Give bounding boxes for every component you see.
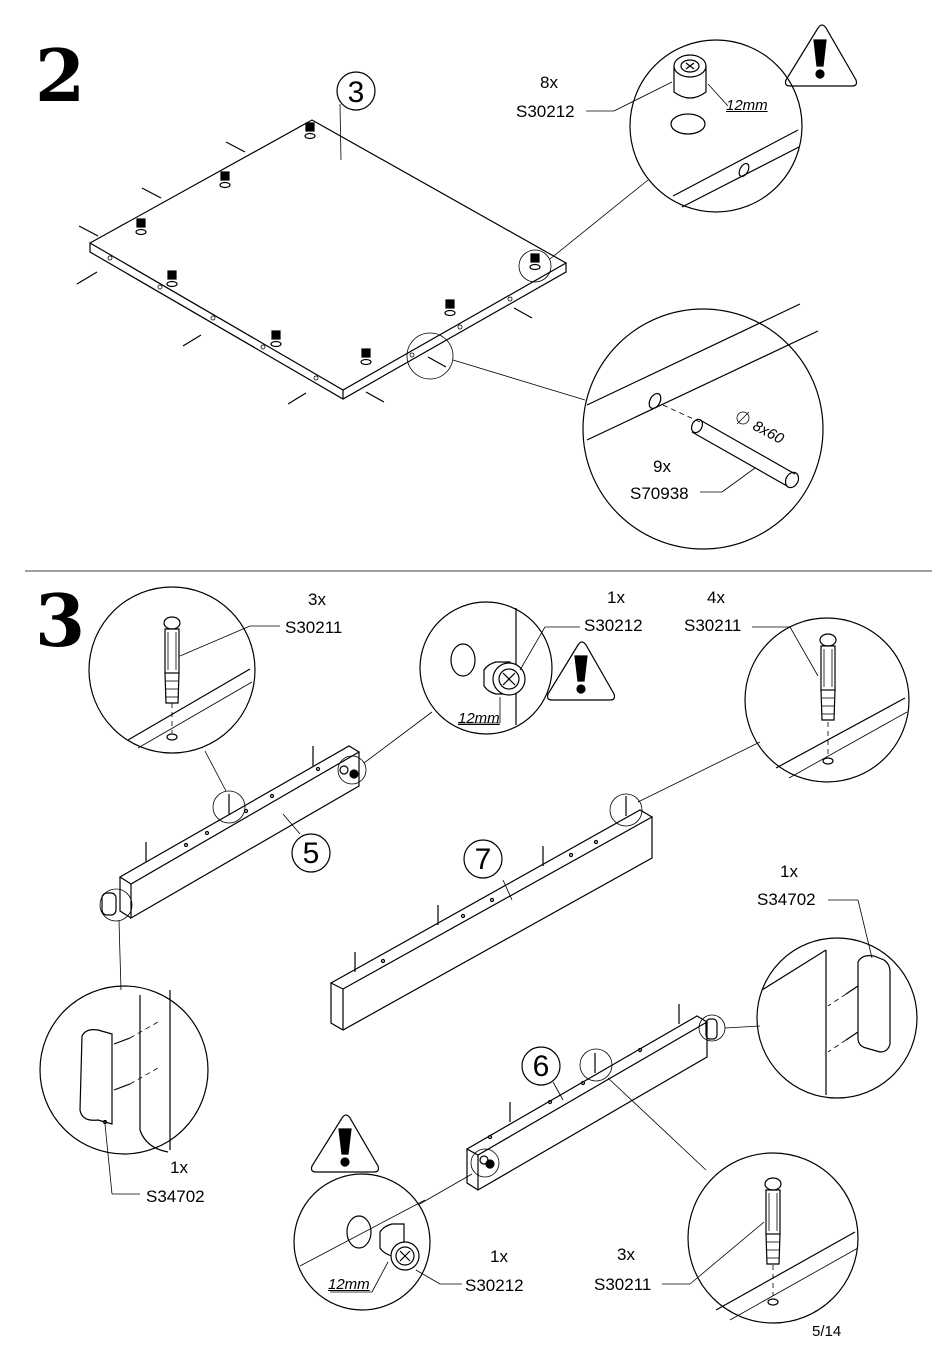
dowel-code: S70938 — [630, 484, 689, 503]
panel-3-drawing — [88, 119, 568, 400]
cam-depth: 12mm — [726, 97, 768, 114]
bracket-b-qty: 1x — [780, 862, 798, 881]
bolt-b-code: S30211 — [684, 616, 742, 635]
panel-5-drawing — [101, 745, 361, 920]
dowels-around-panel — [76, 141, 533, 405]
cam-detail-callout — [586, 39, 803, 213]
part-label-7: 7 — [474, 843, 492, 876]
cam-b-qty: 1x — [490, 1247, 508, 1266]
part-label-6: 6 — [532, 1050, 550, 1083]
bracket-detail-callout-b — [756, 899, 918, 1099]
warning-triangle-step3-top — [546, 641, 616, 701]
page-number: 5/14 — [812, 1323, 842, 1340]
step-number-2: 2 — [35, 33, 86, 118]
step-number-3: 3 — [35, 578, 86, 663]
bolt-a-code: S30211 — [285, 618, 343, 637]
cam-qty: 8x — [540, 73, 558, 92]
dowel-qty: 9x — [653, 457, 671, 476]
bolt-detail-callout-b — [744, 617, 910, 783]
warning-triangle-step3-bottom — [310, 1114, 380, 1173]
bolt-detail-callout-a — [88, 586, 280, 754]
dowel-detail-callout — [582, 303, 824, 550]
cam-a-depth: 12mm — [458, 710, 500, 727]
panel-7-drawing — [329, 796, 654, 1031]
cam-locks-on-panel — [135, 122, 541, 366]
cam-b-code: S30212 — [465, 1276, 524, 1295]
bracket-b-code: S34702 — [757, 890, 816, 909]
bolt-c-qty: 3x — [617, 1245, 635, 1264]
bracket-a-qty: 1x — [170, 1158, 188, 1177]
cam-detail-callout-a — [419, 601, 580, 735]
panel-6-drawing — [465, 1004, 718, 1192]
cam-detail-callout-b — [293, 1173, 462, 1311]
bolt-a-qty: 3x — [308, 590, 326, 609]
cam-b-depth: 12mm — [328, 1276, 370, 1293]
cam-a-qty: 1x — [607, 588, 625, 607]
part-label-5: 5 — [302, 837, 320, 870]
bolt-detail-callout-c — [662, 1152, 859, 1324]
cam-a-code: S30212 — [584, 616, 643, 635]
cam-code: S30212 — [516, 102, 575, 121]
part-label-3: 3 — [347, 76, 365, 109]
bolt-c-code: S30211 — [594, 1275, 652, 1294]
warning-triangle-step2 — [784, 24, 858, 87]
bracket-detail-callout-a — [39, 985, 209, 1195]
bracket-a-code: S34702 — [146, 1187, 205, 1206]
bolt-b-qty: 4x — [707, 588, 725, 607]
